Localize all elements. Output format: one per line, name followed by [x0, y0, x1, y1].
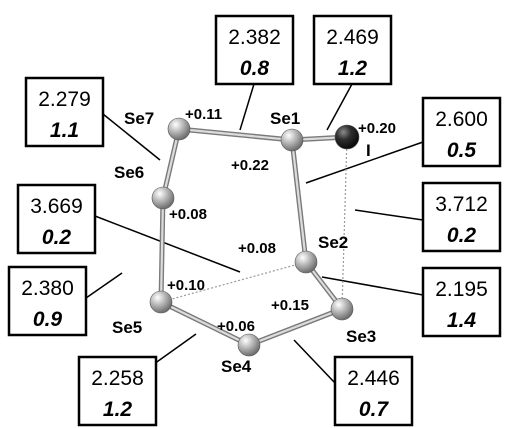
bond-box-se6-se7: 2.279 1.1	[24, 76, 105, 148]
charge-label-se3: +0.15	[271, 297, 309, 314]
bond-box-se2-se3: 2.195 1.4	[421, 266, 502, 338]
bond-box-frame	[16, 183, 97, 255]
charge-label-se5: +0.10	[167, 277, 205, 294]
bond-box-se1-i: 2.469 1.2	[312, 14, 393, 86]
bond-se5-se2-dotted	[160, 261, 307, 303]
atom-se6	[151, 186, 175, 210]
bond-box-frame	[421, 266, 502, 338]
bond-distance: 2.195	[435, 278, 488, 301]
bond-box-se1-se2: 2.600 0.5	[421, 96, 502, 168]
bond-distance: 2.258	[91, 367, 144, 390]
bond-distance: 2.600	[435, 108, 488, 131]
atom-label-i: I	[366, 141, 371, 160]
atom-label-se2: Se2	[318, 233, 348, 252]
bond-distance: 2.382	[228, 26, 281, 49]
atom-se7	[167, 117, 191, 141]
leader-line-se5-se6	[85, 272, 123, 299]
bond-box-frame	[77, 355, 158, 427]
atom-se5	[149, 290, 173, 314]
bond-value: 0.2	[42, 226, 72, 249]
bond-value: 1.2	[103, 398, 133, 421]
bond-value: 0.5	[447, 139, 477, 162]
bond-value: 1.2	[338, 57, 368, 80]
bond-value: 1.4	[447, 309, 477, 332]
atom-se1	[280, 128, 304, 152]
bond-box-se4-se5: 2.258 1.2	[77, 355, 158, 427]
bond-boxes: 2.382 0.8 2.469 1.2 2.279 1.1 2.600 0.5 3.669 0.2…	[7, 14, 502, 427]
bond-box-frame	[312, 14, 393, 86]
bond-se5-se6	[158, 195, 166, 305]
bond-value: 0.9	[33, 308, 63, 331]
atom-label-se6: Se6	[114, 163, 144, 182]
bond-distance: 3.712	[435, 193, 488, 216]
bond-se4-se5	[158, 299, 252, 348]
leader-line-se3-se4	[293, 339, 336, 384]
bond-box-se5-se2: 3.669 0.2	[16, 183, 97, 255]
bond-se1-se2	[289, 137, 309, 265]
atom-label-se7: Se7	[124, 109, 154, 128]
bond-value: 0.8	[240, 57, 270, 80]
bond-box-frame	[421, 181, 502, 253]
atom-label-se4: Se4	[221, 357, 252, 376]
atom-label-se5: Se5	[112, 318, 142, 337]
bond-distance: 3.669	[30, 195, 83, 218]
leader-line-se6-se7	[102, 113, 161, 161]
bond-i-se3-dotted	[341, 136, 348, 310]
leader-lines	[85, 83, 424, 384]
charge-label-se4: +0.06	[217, 318, 255, 335]
bond-box-i-se3: 3.712 0.2	[421, 181, 502, 253]
bond-se3-se4	[246, 306, 345, 348]
bond-box-se3-se4: 2.446 0.7	[333, 355, 414, 427]
atom-se3	[330, 297, 354, 321]
charge-label-i: +0.20	[358, 120, 396, 137]
bond-box-frame	[421, 96, 502, 168]
atom-se4	[237, 333, 261, 357]
bond-box-frame	[333, 355, 414, 427]
leader-line-se4-se5	[153, 333, 197, 365]
leader-line-i-se3	[354, 209, 424, 221]
bond-se6-se7	[160, 126, 182, 201]
bond-value: 0.7	[359, 398, 390, 421]
charge-labels: +0.22 +0.08 +0.15 +0.06 +0.10 +0.08 +0.11 +0.20	[167, 106, 396, 335]
bond-box-frame	[24, 76, 105, 148]
bond-box-frame	[214, 14, 295, 86]
leader-line-se1-se2	[305, 141, 424, 184]
charge-label-se2: +0.08	[238, 240, 276, 257]
bond-box-se7-se1: 2.382 0.8	[214, 14, 295, 86]
bond-distance: 2.279	[38, 88, 91, 111]
bond-distance: 2.469	[326, 26, 379, 49]
bond-box-se5-se6: 2.380 0.9	[7, 265, 88, 337]
leader-line-se5-se2	[94, 215, 241, 273]
bond-distance: 2.446	[347, 367, 400, 390]
atom-i	[334, 124, 360, 150]
bond-value: 1.1	[50, 119, 79, 142]
atom-label-se1: Se1	[270, 109, 300, 128]
atoms	[149, 117, 360, 357]
atom-label-se3: Se3	[346, 327, 376, 346]
bond-se7-se1	[176, 126, 295, 143]
atom-se2	[294, 250, 318, 274]
leader-line-se1-i	[326, 83, 353, 131]
bond-box-frame	[7, 265, 88, 337]
bond-value: 0.2	[447, 224, 477, 247]
leader-line-se2-se3	[321, 276, 424, 296]
charge-label-se1: +0.22	[231, 157, 269, 174]
charge-label-se7: +0.11	[185, 106, 222, 123]
leader-line-se7-se1	[239, 83, 255, 131]
bond-distance: 2.380	[21, 277, 74, 300]
charge-label-se6: +0.08	[169, 206, 207, 223]
